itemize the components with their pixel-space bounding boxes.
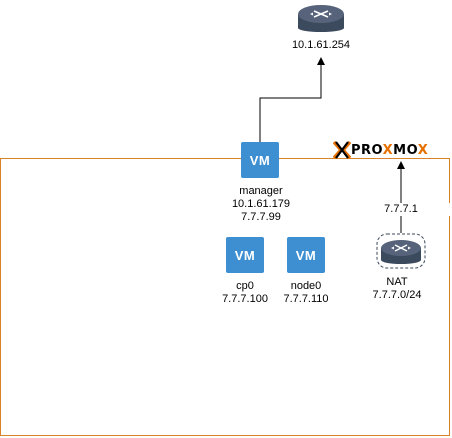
nat-subnet: 7.7.7.0/24	[372, 289, 422, 301]
proxmox-x-icon	[333, 141, 351, 159]
gateway-ip: 10.1.61.254	[291, 39, 351, 51]
node0-label: node0 7.7.7.110	[246, 280, 366, 306]
cp0-label: cp0 7.7.7.100	[185, 280, 305, 306]
manager-ip-private: 7.7.7.99	[241, 211, 281, 223]
cp0-name: cp0	[236, 280, 254, 292]
node0-vm-icon: VM	[287, 237, 325, 273]
manager-name: manager	[239, 185, 283, 197]
nat-label: NAT 7.7.7.0/24	[337, 276, 452, 302]
node0-name: node0	[290, 280, 322, 292]
cp0-vm-icon: VM	[226, 237, 264, 273]
manager-ip-public: 10.1.61.179	[231, 198, 291, 210]
nat-link-label: 7.7.7.1	[341, 203, 452, 216]
nat-router-icon	[376, 233, 426, 274]
cp0-ip: 7.7.7.100	[222, 293, 268, 305]
node0-ip: 7.7.7.110	[283, 293, 329, 305]
proxmox-wordmark: PROXMOX	[351, 142, 429, 158]
gateway-router-icon	[297, 3, 345, 38]
proxmox-logo: PROXMOX	[333, 139, 428, 161]
proxmox-host-frame	[0, 158, 450, 436]
nat-name: NAT	[386, 276, 408, 288]
manager-label: manager 10.1.61.179 7.7.7.99	[201, 185, 321, 224]
manager-vm-icon: VM	[241, 142, 279, 178]
manager-to-gateway-link	[259, 57, 325, 142]
